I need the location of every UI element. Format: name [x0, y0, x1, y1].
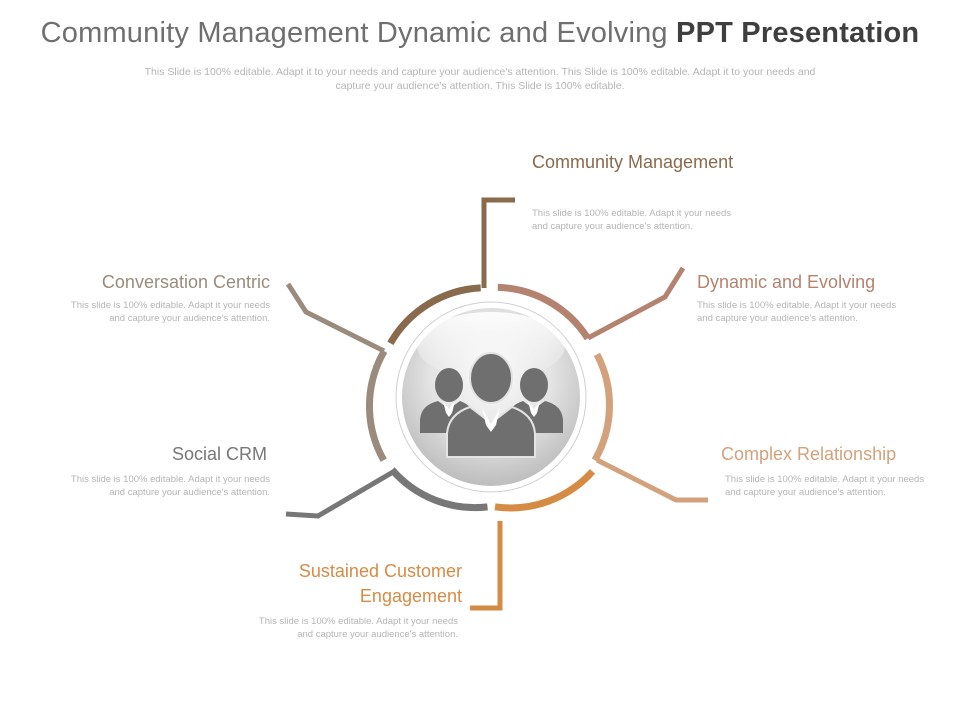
node-desc-dynamic-and-evolving: This slide is 100% editable. Adapt it yo… — [697, 300, 897, 324]
connector-community-management — [481, 197, 515, 288]
connector-complex-relationship — [595, 457, 708, 503]
node-title-social-crm: Social CRM — [171, 444, 267, 464]
node-title-conversation-centric: Conversation Centric — [101, 272, 270, 292]
node-desc-conversation-centric: This slide is 100% editable. Adapt it yo… — [70, 300, 270, 324]
title-regular: Community Management Dynamic and Evolvin… — [40, 17, 677, 49]
node-title-sustained-customer-engagement: Sustained Customer Engagement — [298, 561, 462, 606]
slide-title: Community Management Dynamic and Evolvin… — [0, 17, 960, 50]
connector-dynamic-and-evolving — [586, 266, 686, 341]
node-desc-social-crm: This slide is 100% editable. Adapt it yo… — [70, 474, 270, 498]
segment-arc-dynamic-and-evolving — [497, 283, 591, 341]
connector-sustained-customer-engagement — [470, 521, 503, 611]
node-desc-community-management: This slide is 100% editable. Adapt it yo… — [532, 208, 732, 232]
slide-subtitle: This Slide is 100% editable. Adapt it to… — [144, 66, 816, 92]
segment-arc-conversation-centric — [365, 349, 388, 462]
title-bold: PPT Presentation — [676, 17, 920, 49]
node-title-dynamic-and-evolving: Dynamic and Evolving — [697, 272, 876, 292]
node-title-community-management: Community Management — [532, 152, 734, 172]
segment-arc-social-crm — [389, 467, 488, 512]
node-desc-complex-relationship: This slide is 100% editable. Adapt it yo… — [725, 474, 925, 498]
segment-arc-sustained-customer-engagement — [494, 469, 596, 512]
connector-social-crm — [285, 469, 395, 519]
node-desc-sustained-customer-engagement: This slide is 100% editable. Adapt it yo… — [258, 616, 458, 640]
segment-arc-community-management — [387, 284, 481, 346]
segment-arc-complex-relationship — [591, 352, 613, 462]
hub-highlight — [417, 312, 565, 380]
node-title-complex-relationship: Complex Relationship — [721, 444, 897, 464]
connector-conversation-centric — [285, 282, 386, 354]
business-team-icon — [420, 352, 563, 458]
